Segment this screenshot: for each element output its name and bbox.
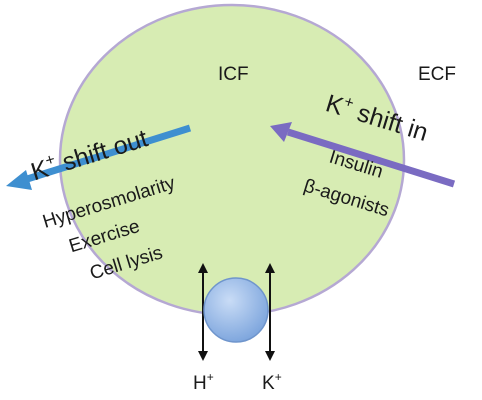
shift-out-arrow [6,124,192,190]
h-k-exchanger [198,263,275,361]
pump-sphere [203,277,269,343]
shift-in-arrow [270,122,456,188]
k-ion-label: K+ [262,370,282,394]
icf-label: ICF [218,64,249,85]
ecf-label: ECF [418,64,456,85]
h-ion-label: H+ [193,370,214,394]
